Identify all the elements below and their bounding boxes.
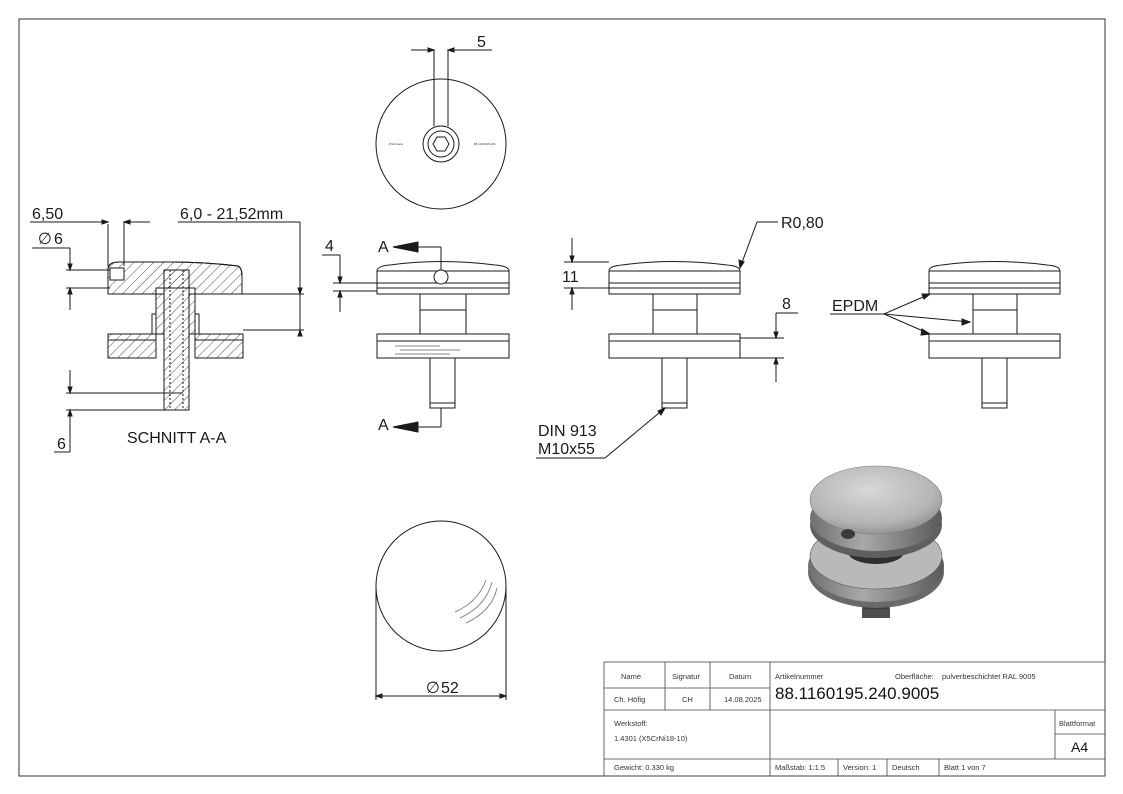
- title-block: [603, 661, 1106, 777]
- dim-radius: R0,80: [781, 215, 824, 232]
- tb-author-sig: CH: [682, 695, 693, 704]
- tb-massstab: Maßstab: 1:1.5: [775, 763, 825, 772]
- engraving-left: Pröhmana: [389, 142, 403, 146]
- engraving-right: 88.1160195.240: [474, 142, 496, 146]
- dim-6-bottom: 6: [57, 436, 66, 453]
- section-view: [30, 219, 304, 453]
- tb-artikel-label: Artikelnummer: [775, 672, 824, 681]
- front-view-2: [536, 221, 798, 459]
- tb-blattformat-value: A4: [1071, 739, 1088, 755]
- tb-version: Version: 1: [843, 763, 876, 772]
- front-view-3: [830, 261, 1061, 409]
- tb-gewicht: Gewicht: 0.330 kg: [614, 763, 674, 772]
- sheet-border: [18, 18, 1106, 777]
- dim-range: 6,0 - 21,52mm: [180, 206, 283, 223]
- tb-blatt: Blatt 1 von 7: [944, 763, 986, 772]
- tb-date: 14.08.2025: [724, 695, 762, 704]
- tb-artikel-number: 88.1160195.240.9005: [775, 684, 939, 703]
- tb-werkstoff-value: 1.4301 (X5CrNi18-10): [614, 734, 688, 743]
- tb-werkstoff-label: Werkstoff:: [614, 719, 647, 728]
- section-title: SCHNITT A-A: [127, 430, 227, 447]
- dim-phi6: 6: [54, 231, 63, 248]
- tb-sprache: Deutsch: [892, 763, 920, 772]
- front-view-1: [322, 241, 510, 433]
- din-label: DIN 913: [538, 423, 597, 440]
- tb-blattformat-label: Blattformat: [1059, 719, 1096, 728]
- dim-slot-width: 5: [477, 34, 486, 51]
- epdm-label: EPDM: [832, 298, 878, 315]
- bottom-view: [374, 520, 508, 700]
- tb-oberflaeche-label: Oberfläche:: [895, 672, 934, 681]
- dim-8: 8: [782, 296, 791, 313]
- dim-650: 6,50: [32, 206, 63, 223]
- tb-col-datum: Datum: [729, 672, 751, 681]
- isometric-render: [808, 465, 944, 618]
- din-size-label: M10x55: [538, 441, 595, 458]
- tb-oberflaeche-value: pulverbeschichtet RAL 9005: [942, 672, 1036, 681]
- section-marker-top: A: [378, 239, 389, 256]
- tb-col-signatur: Signatur: [672, 672, 700, 681]
- section-marker-bottom: A: [378, 417, 389, 434]
- diameter-symbol: ∅: [38, 231, 52, 248]
- top-view: [375, 47, 507, 210]
- dim-diameter-52: 52: [441, 680, 459, 697]
- dim-11: 11: [562, 269, 579, 286]
- tb-col-name: Name: [621, 672, 641, 681]
- dim-4: 4: [325, 238, 334, 255]
- diameter-symbol-52: ∅: [426, 680, 440, 697]
- tb-author: Ch. Höfig: [614, 695, 645, 704]
